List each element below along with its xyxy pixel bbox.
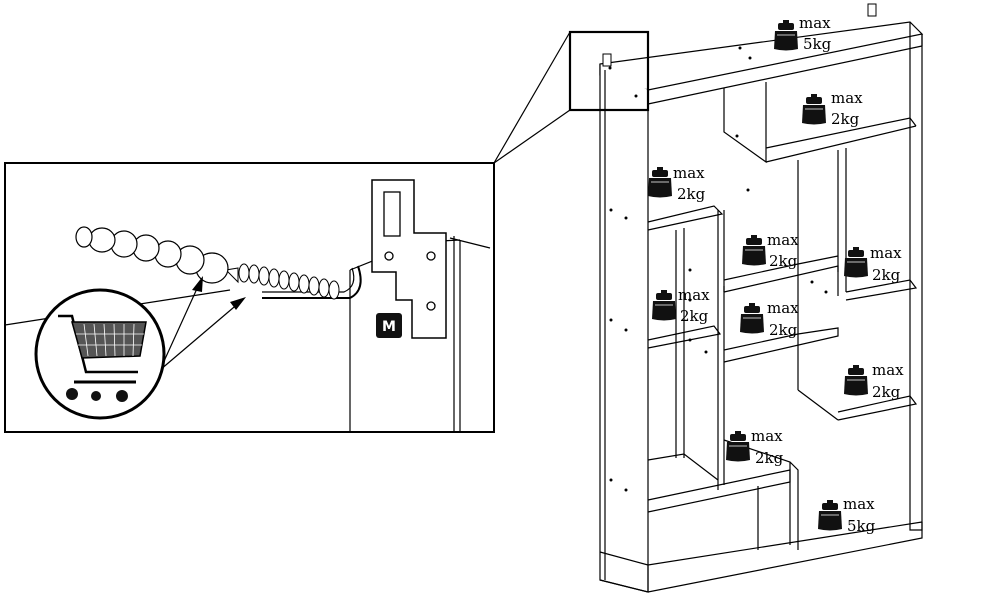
callout-connector	[493, 109, 571, 164]
callout-connector	[493, 31, 571, 164]
svg-text:2kg: 2kg	[872, 383, 901, 401]
weight-right-lower: max 2kg	[843, 361, 904, 401]
svg-text:M: M	[382, 319, 396, 335]
weight-left-middle: max 2kg	[651, 286, 710, 325]
svg-text:max: max	[767, 299, 799, 317]
screw-holes	[608, 46, 828, 492]
weight-upper-right: max 2kg	[801, 89, 863, 128]
svg-text:max: max	[831, 89, 863, 107]
weight-center-upper: max 2kg	[741, 231, 799, 270]
svg-text:max: max	[870, 244, 902, 262]
svg-text:2kg: 2kg	[769, 321, 798, 339]
svg-text:2kg: 2kg	[755, 449, 784, 467]
svg-text:2kg: 2kg	[872, 266, 901, 284]
svg-text:2kg: 2kg	[680, 307, 709, 325]
svg-text:2kg: 2kg	[831, 110, 860, 128]
svg-text:max: max	[767, 231, 799, 249]
svg-text:5kg: 5kg	[803, 35, 832, 53]
svg-text:max: max	[843, 495, 875, 513]
part-label-m: M	[376, 313, 402, 338]
svg-text:max: max	[673, 164, 705, 182]
weight-bottom-right: max 5kg	[817, 495, 876, 535]
svg-text:max: max	[751, 427, 783, 445]
top-brackets	[602, 3, 877, 67]
svg-text:2kg: 2kg	[769, 252, 798, 270]
weight-top: max 5kg	[773, 14, 832, 53]
weight-center-lower: max 2kg	[725, 427, 784, 467]
svg-text:max: max	[872, 361, 904, 379]
svg-text:5kg: 5kg	[847, 517, 876, 535]
wall-plug	[75, 226, 229, 284]
weight-left-upper: max 2kg	[647, 164, 706, 203]
shelf-unit	[568, 21, 924, 593]
weight-center-middle: max 2kg	[739, 299, 799, 339]
svg-text:max: max	[799, 14, 831, 32]
screw-hook	[224, 263, 362, 300]
weight-right-upper: max 2kg	[843, 244, 902, 284]
shopping-cart-icon	[34, 288, 166, 420]
svg-text:max: max	[678, 286, 710, 304]
svg-text:2kg: 2kg	[677, 185, 706, 203]
pointer-arrows	[159, 276, 246, 371]
wall-bracket	[371, 179, 447, 339]
detail-callout: M	[4, 162, 495, 433]
